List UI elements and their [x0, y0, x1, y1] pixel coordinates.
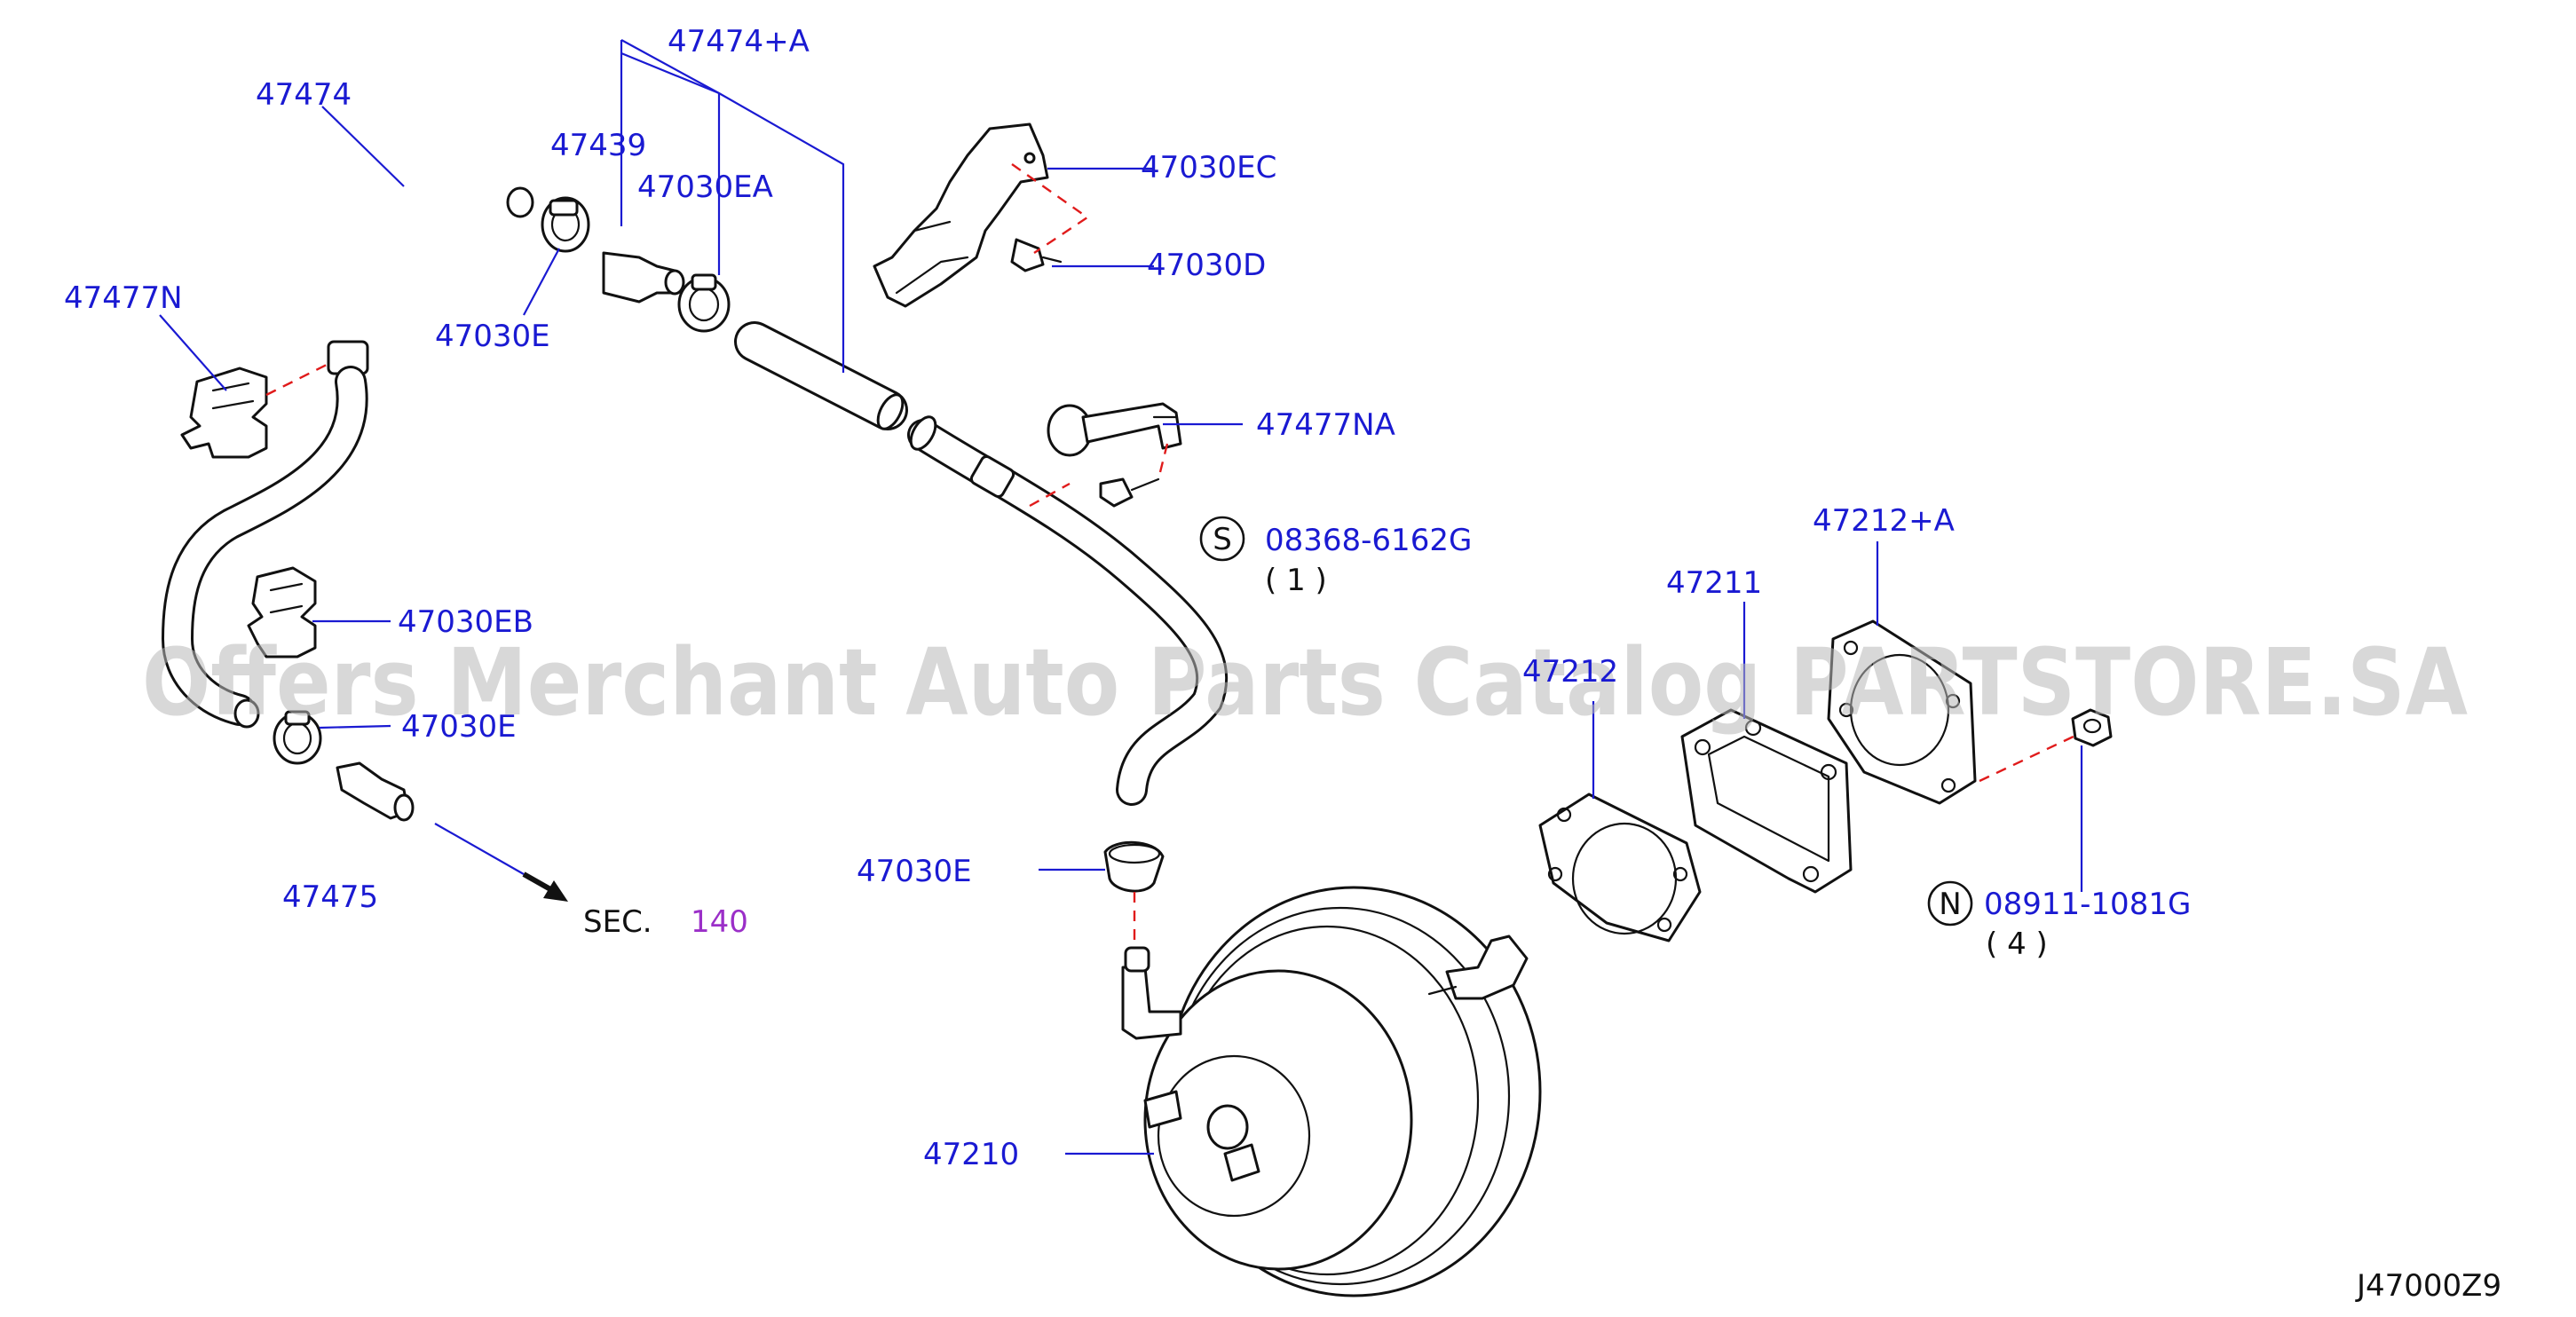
check-valve-47475 [336, 761, 415, 822]
qty-08911: ( 4 ) [1986, 927, 2048, 962]
label-08368-6162g: 08368-6162G [1265, 523, 1472, 558]
connector-47439 [602, 251, 685, 304]
n-marker-letter: N [1939, 887, 1961, 922]
label-47030d: 47030D [1147, 248, 1266, 283]
label-47212: 47212 [1522, 654, 1618, 690]
section-arrow-icon [522, 871, 568, 902]
clamp-47030e-mid [273, 710, 322, 765]
label-47475: 47475 [282, 879, 378, 915]
label-47030ea: 47030EA [637, 170, 773, 205]
bracket-47030ec [873, 122, 1049, 308]
diagram-code: J47000Z9 [2355, 1268, 2501, 1304]
label-47030ec: 47030EC [1141, 150, 1276, 185]
spacer-47211 [1680, 708, 1853, 894]
clamp-47030e-bottom [1103, 840, 1165, 893]
assembly-dashed-lines [265, 163, 2078, 948]
label-47030e-top: 47030E [435, 319, 550, 354]
clip-47477n [180, 367, 268, 459]
nut-08911 [2071, 708, 2113, 747]
leader-lines [159, 39, 2083, 1155]
label-47210: 47210 [923, 1137, 1019, 1172]
label-47477na: 47477NA [1256, 407, 1395, 443]
hose-47474-left [161, 148, 534, 729]
hose-47474a-long [907, 415, 1229, 806]
s-marker-icon: S [1199, 516, 1245, 562]
clip-47030eb [247, 566, 317, 658]
section-number[interactable]: 140 [691, 904, 748, 940]
label-47211: 47211 [1666, 565, 1762, 601]
brake-booster-47210 [1121, 886, 1542, 1297]
qty-08368: ( 1 ) [1265, 563, 1327, 598]
label-08911-1081g: 08911-1081G [1984, 887, 2191, 922]
label-47212-a: 47212+A [1813, 503, 1955, 539]
gasket-47212a [1827, 619, 1977, 805]
section-prefix: SEC. [583, 904, 652, 940]
bolt-47030d [1010, 238, 1063, 272]
label-47030eb: 47030EB [398, 604, 533, 640]
hose-47474a-straight [734, 321, 908, 430]
label-47474-a: 47474+A [668, 24, 810, 59]
clamp-47030e-top [541, 196, 590, 253]
n-marker-icon: N [1927, 880, 1973, 927]
s-marker-letter: S [1213, 522, 1232, 557]
label-47474: 47474 [256, 77, 352, 113]
clamp-47030ea [677, 273, 731, 333]
bolt-08368 [1099, 477, 1160, 508]
gasket-47212 [1538, 793, 1702, 942]
bracket-47477na [1047, 402, 1182, 457]
label-47030e-bottom: 47030E [857, 854, 972, 889]
label-47030e-mid: 47030E [401, 709, 517, 745]
label-47439: 47439 [550, 128, 646, 163]
label-47477n: 47477N [64, 280, 183, 316]
watermark: Offers Merchant Auto Parts Catalog PARTS… [142, 628, 2468, 737]
